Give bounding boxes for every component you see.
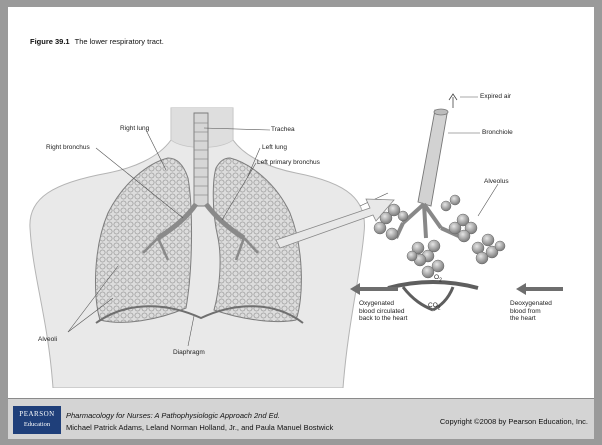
respiratory-illustration: Right lung Trachea Right bronchus Left l… — [8, 88, 594, 388]
deoxygenated-arrow — [516, 283, 563, 295]
label-deoxygenated-blood: Deoxygenated blood from the heart — [510, 300, 552, 323]
slide-footer: PEARSON Education Pharmacology for Nurse… — [8, 398, 594, 439]
label-trachea: Trachea — [271, 126, 295, 134]
figure-number: Figure 39.1 — [30, 37, 70, 46]
label-co2: CO2 — [428, 302, 441, 313]
label-alveolus: Alveolus — [484, 178, 509, 186]
pearson-logo: PEARSON Education — [13, 406, 61, 434]
label-o2: O2 — [434, 274, 442, 285]
label-left-lung: Left lung — [262, 144, 287, 152]
book-title: Pharmacology for Nurses: A Pathophysiolo… — [66, 411, 280, 420]
label-right-lung: Right lung — [120, 125, 149, 133]
label-right-bronchus: Right bronchus — [46, 144, 90, 152]
label-expired-air: Expired air — [480, 93, 511, 101]
book-authors: Michael Patrick Adams, Leland Norman Hol… — [66, 423, 333, 432]
oxygenated-arrow — [350, 283, 398, 295]
label-alveoli: Alveoli — [38, 336, 57, 344]
copyright-notice: Copyright ©2008 by Pearson Education, In… — [440, 417, 588, 426]
label-diaphragm: Diaphragm — [173, 349, 205, 357]
label-left-primary-bronchus: Left primary bronchus — [257, 159, 320, 167]
capillary-vessel — [388, 282, 478, 288]
figure-title: Figure 39.1 The lower respiratory tract. — [30, 37, 164, 46]
label-oxygenated-blood: Oxygenated blood circulated back to the … — [359, 300, 407, 323]
trachea-shape — [194, 113, 208, 206]
label-bronchiole: Bronchiole — [482, 129, 513, 137]
bronchiole-shape — [418, 110, 447, 206]
figure-caption: The lower respiratory tract. — [75, 37, 164, 46]
